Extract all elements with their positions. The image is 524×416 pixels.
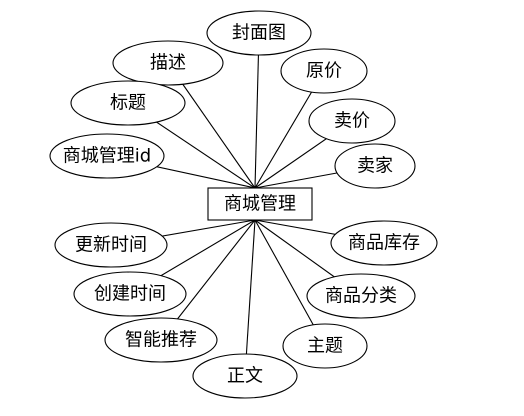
- attribute-label: 标题: [110, 93, 146, 114]
- attribute-body-text: 正文: [192, 353, 298, 399]
- attribute-label: 卖价: [334, 111, 370, 132]
- attribute-ellipse: [282, 323, 368, 369]
- connector-line: [254, 32, 260, 189]
- attribute-ellipse: [112, 40, 224, 86]
- attribute-label: 主题: [307, 336, 343, 357]
- attribute-label: 创建时间: [94, 284, 166, 305]
- attribute-category: 商品分类: [306, 273, 416, 319]
- attribute-title: 标题: [70, 80, 186, 126]
- attribute-label: 更新时间: [75, 235, 147, 256]
- attribute-ellipse: [330, 220, 438, 266]
- attribute-ellipse: [49, 133, 165, 179]
- attribute-ellipse: [73, 271, 187, 317]
- attribute-ellipse: [104, 317, 218, 363]
- attribute-label: 原价: [306, 61, 342, 82]
- attribute-ellipse: [280, 48, 368, 94]
- attribute-stock: 商品库存: [330, 220, 438, 266]
- attribute-ellipse: [54, 222, 168, 268]
- attribute-ellipse: [192, 353, 298, 399]
- attribute-ellipse: [206, 10, 312, 56]
- attribute-label: 智能推荐: [125, 330, 197, 351]
- attribute-ellipse: [334, 143, 416, 189]
- attribute-topic: 主题: [282, 323, 368, 369]
- attribute-label: 商品分类: [325, 286, 397, 307]
- attribute-ellipse: [70, 80, 186, 126]
- attribute-cover: 封面图: [206, 10, 312, 56]
- attribute-label: 商品库存: [348, 233, 420, 254]
- attribute-sale-price: 卖价: [308, 98, 396, 144]
- attribute-ellipse: [308, 98, 396, 144]
- connector-line: [244, 219, 256, 377]
- attribute-label: 描述: [150, 53, 186, 74]
- entity-box: [207, 187, 313, 221]
- attribute-original-price: 原价: [280, 48, 368, 94]
- attribute-label: 正文: [227, 366, 263, 387]
- attribute-smart-recommend: 智能推荐: [104, 317, 218, 363]
- attribute-label: 封面图: [232, 23, 286, 44]
- entity-label: 商城管理: [224, 194, 296, 215]
- attribute-description: 描述: [112, 40, 224, 86]
- attribute-label: 卖家: [357, 156, 393, 177]
- attribute-ellipse: [306, 273, 416, 319]
- attribute-nodes: 封面图 描述 原价 标题 卖价 商城管理id 卖家 更新时间: [49, 10, 438, 399]
- attribute-seller: 卖家: [334, 143, 416, 189]
- attribute-updated-time: 更新时间: [54, 222, 168, 268]
- entity-node: 商城管理: [207, 187, 313, 221]
- attribute-label: 商城管理id: [63, 146, 151, 167]
- attribute-created-time: 创建时间: [73, 271, 187, 317]
- attribute-mall-id: 商城管理id: [49, 133, 165, 179]
